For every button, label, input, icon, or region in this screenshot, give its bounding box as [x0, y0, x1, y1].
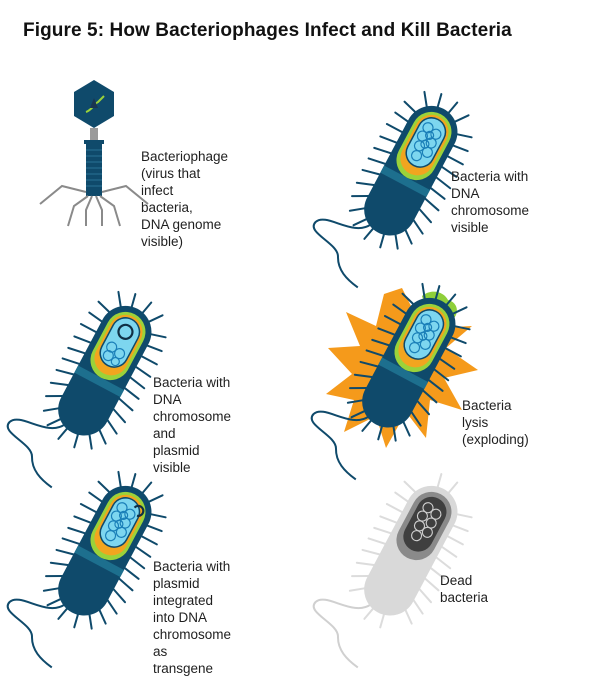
label-line: plasmid visible — [153, 443, 200, 475]
label-bacteriophage: Bacteriophage (virus that infect bacteri… — [141, 148, 228, 250]
label-line: Bacteria with DNA — [153, 375, 231, 407]
bacterium-icon — [296, 88, 470, 289]
label-bacteria-plasmid: Bacteria with DNA chromosome and plasmid… — [153, 374, 231, 476]
bacterium-transgene-icon — [0, 470, 164, 669]
label-line: Bacteriophage — [141, 149, 229, 164]
label-line: chromosome as transgene — [153, 627, 232, 676]
figure-title: Figure 5: How Bacteriophages Infect and … — [23, 20, 512, 41]
label-line: chromosome and — [153, 409, 232, 441]
label-line: (virus that infect bacteria, — [141, 166, 201, 215]
label-dead-bacteria: Dead bacteria — [440, 572, 488, 606]
label-line: integrated into DNA — [153, 593, 214, 625]
label-line: chromosome visible — [451, 203, 530, 235]
dead-bacterium-icon — [312, 473, 473, 669]
bacterium-plasmid-icon — [0, 288, 164, 489]
label-line: Bacteria with plasmid — [153, 559, 231, 591]
bacterium-lysis-icon — [294, 282, 482, 481]
label-bacteria-transgene: Bacteria with plasmid integrated into DN… — [153, 558, 231, 677]
label-line: Dead bacteria — [440, 573, 489, 605]
label-bacteria-lysis: Bacteria lysis (exploding) — [462, 397, 529, 448]
label-line: DNA genome visible) — [141, 217, 222, 249]
label-bacteria-chromosome: Bacteria with DNA chromosome visible — [451, 168, 529, 236]
label-line: Bacteria with DNA — [451, 169, 529, 201]
label-line: Bacteria lysis — [462, 398, 512, 430]
label-line: (exploding) — [462, 432, 529, 447]
bacteriophage-icon — [39, 80, 149, 227]
